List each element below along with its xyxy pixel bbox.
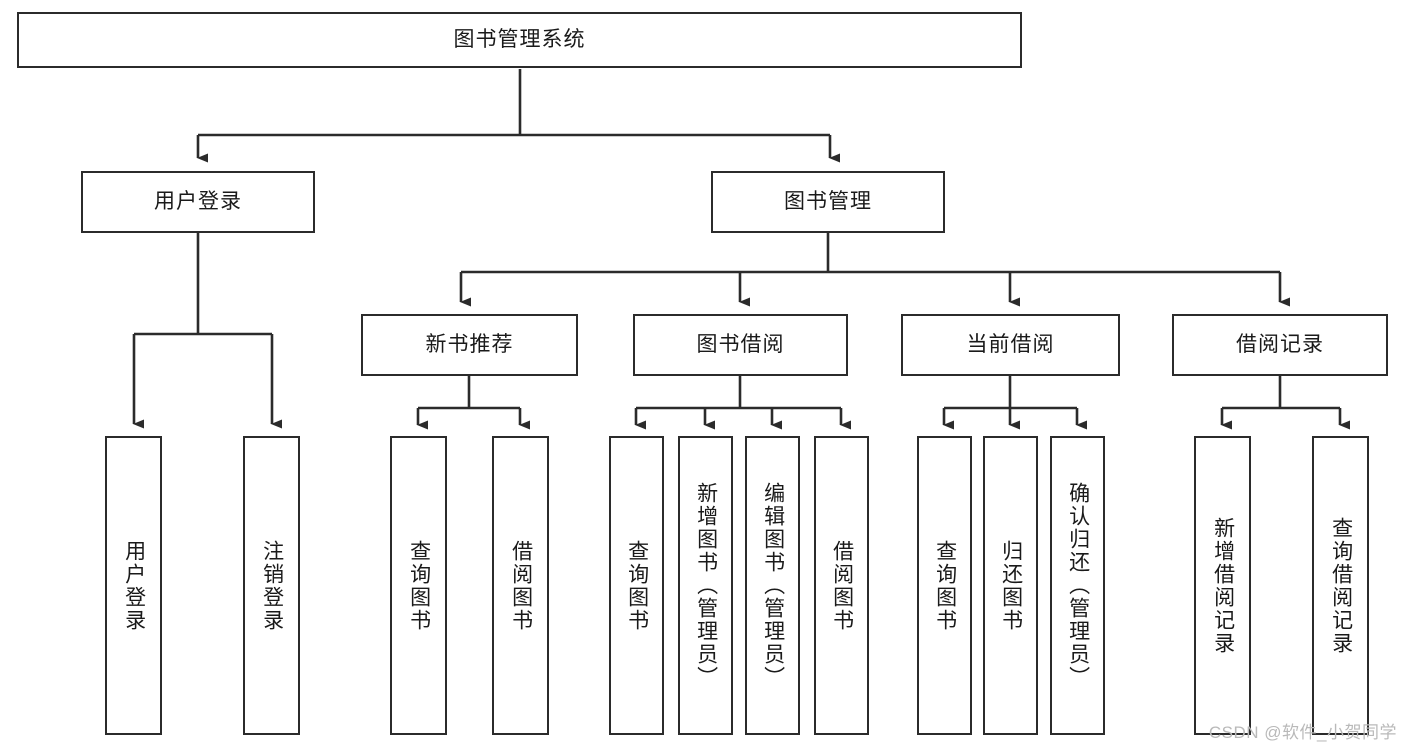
node-book-borrow-label: 图书借阅 <box>696 333 785 357</box>
leaf-bb-add[interactable]: 新增图书（管理员） <box>678 436 733 735</box>
node-book-borrow[interactable]: 图书借阅 <box>633 314 848 376</box>
node-current-borrow[interactable]: 当前借阅 <box>901 314 1120 376</box>
leaf-nbr-borrow[interactable]: 借阅图书 <box>492 436 549 735</box>
leaf-bb-borrow-label: 借阅图书 <box>830 539 854 632</box>
leaf-br-query-label: 查询借阅记录 <box>1329 516 1353 655</box>
node-root-label: 图书管理系统 <box>453 28 586 52</box>
leaf-bb-query[interactable]: 查询图书 <box>609 436 664 735</box>
leaf-br-add[interactable]: 新增借阅记录 <box>1194 436 1251 735</box>
node-borrow-record[interactable]: 借阅记录 <box>1172 314 1388 376</box>
leaf-cb-query-label: 查询图书 <box>933 539 957 632</box>
leaf-br-add-label: 新增借阅记录 <box>1211 516 1235 655</box>
leaf-bb-edit-label: 编辑图书（管理员） <box>761 482 785 689</box>
watermark: CSDN @软件_小贺同学 <box>1208 723 1397 742</box>
leaf-bb-borrow[interactable]: 借阅图书 <box>814 436 869 735</box>
leaf-bb-query-label: 查询图书 <box>625 539 649 632</box>
leaf-user-logout[interactable]: 注销登录 <box>243 436 300 735</box>
node-current-borrow-label: 当前借阅 <box>966 333 1055 357</box>
node-root[interactable]: 图书管理系统 <box>17 12 1022 68</box>
leaf-bb-add-label: 新增图书（管理员） <box>694 482 718 689</box>
node-new-book-recommend-label: 新书推荐 <box>425 333 514 357</box>
leaf-cb-return[interactable]: 归还图书 <box>983 436 1038 735</box>
node-new-book-recommend[interactable]: 新书推荐 <box>361 314 578 376</box>
leaf-user-logout-label: 注销登录 <box>260 539 284 632</box>
leaf-nbr-query[interactable]: 查询图书 <box>390 436 447 735</box>
node-book-manage[interactable]: 图书管理 <box>711 171 945 233</box>
node-book-manage-label: 图书管理 <box>784 190 872 214</box>
node-borrow-record-label: 借阅记录 <box>1236 333 1324 357</box>
leaf-br-query[interactable]: 查询借阅记录 <box>1312 436 1369 735</box>
leaf-nbr-query-label: 查询图书 <box>407 539 431 632</box>
node-user-login[interactable]: 用户登录 <box>81 171 315 233</box>
leaf-user-login[interactable]: 用户登录 <box>105 436 162 735</box>
leaf-cb-confirm[interactable]: 确认归还（管理员） <box>1050 436 1105 735</box>
leaf-user-login-label: 用户登录 <box>122 539 146 632</box>
node-user-login-label: 用户登录 <box>154 190 242 214</box>
leaf-bb-edit[interactable]: 编辑图书（管理员） <box>745 436 800 735</box>
leaf-cb-return-label: 归还图书 <box>999 539 1023 632</box>
leaf-cb-confirm-label: 确认归还（管理员） <box>1066 482 1090 689</box>
leaf-nbr-borrow-label: 借阅图书 <box>509 539 533 632</box>
leaf-cb-query[interactable]: 查询图书 <box>917 436 972 735</box>
